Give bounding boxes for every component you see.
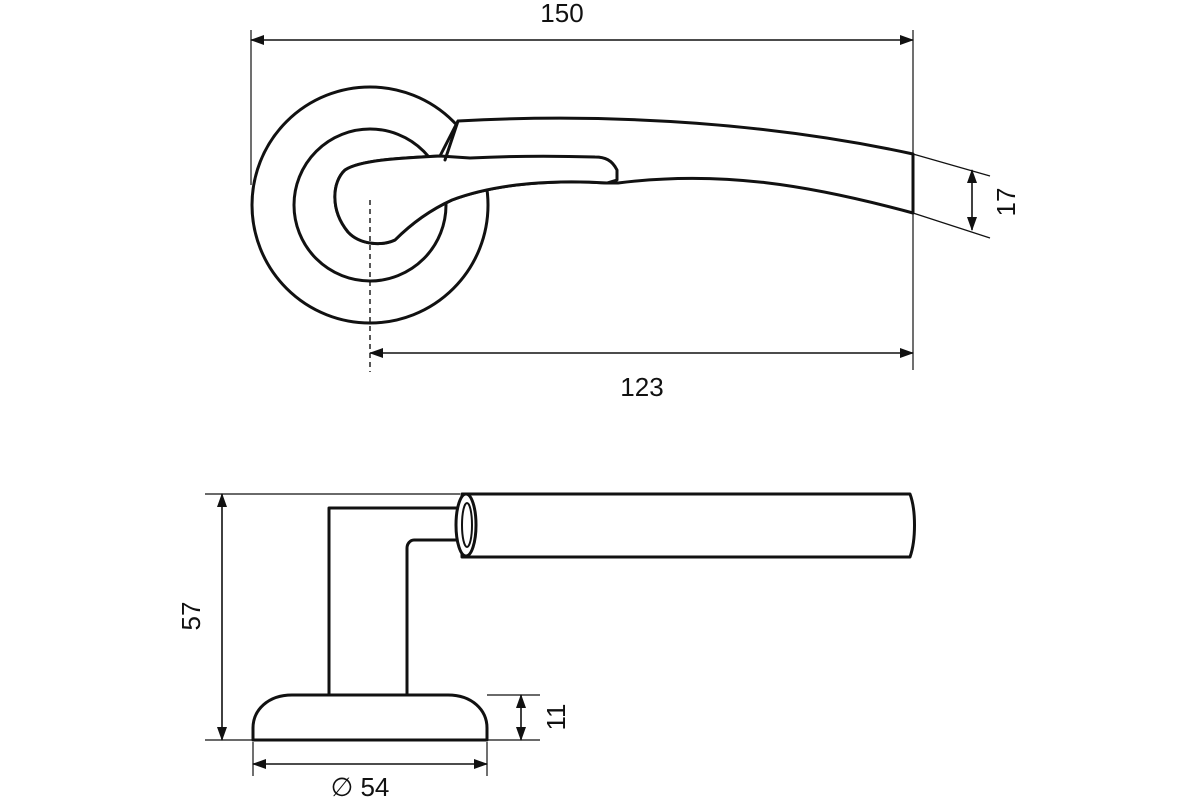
handle-neck-shape bbox=[327, 506, 464, 697]
rose-base-shape bbox=[251, 693, 489, 742]
dimension-label-54: ∅ 54 bbox=[331, 772, 390, 800]
dimension-label-57: 57 bbox=[176, 602, 206, 631]
dimension-label-123: 123 bbox=[620, 372, 663, 402]
top-view: 150 123 17 bbox=[250, 0, 1021, 402]
side-view: 57 11 ∅ 54 bbox=[176, 492, 916, 800]
lever-neck-shape bbox=[333, 154, 619, 246]
dimension-label-11: 11 bbox=[541, 704, 571, 731]
lever-bar-shape bbox=[460, 492, 916, 559]
dimension-label-150: 150 bbox=[540, 0, 583, 28]
rose-outer-circle bbox=[250, 85, 490, 325]
dimension-label-17: 17 bbox=[991, 188, 1021, 217]
